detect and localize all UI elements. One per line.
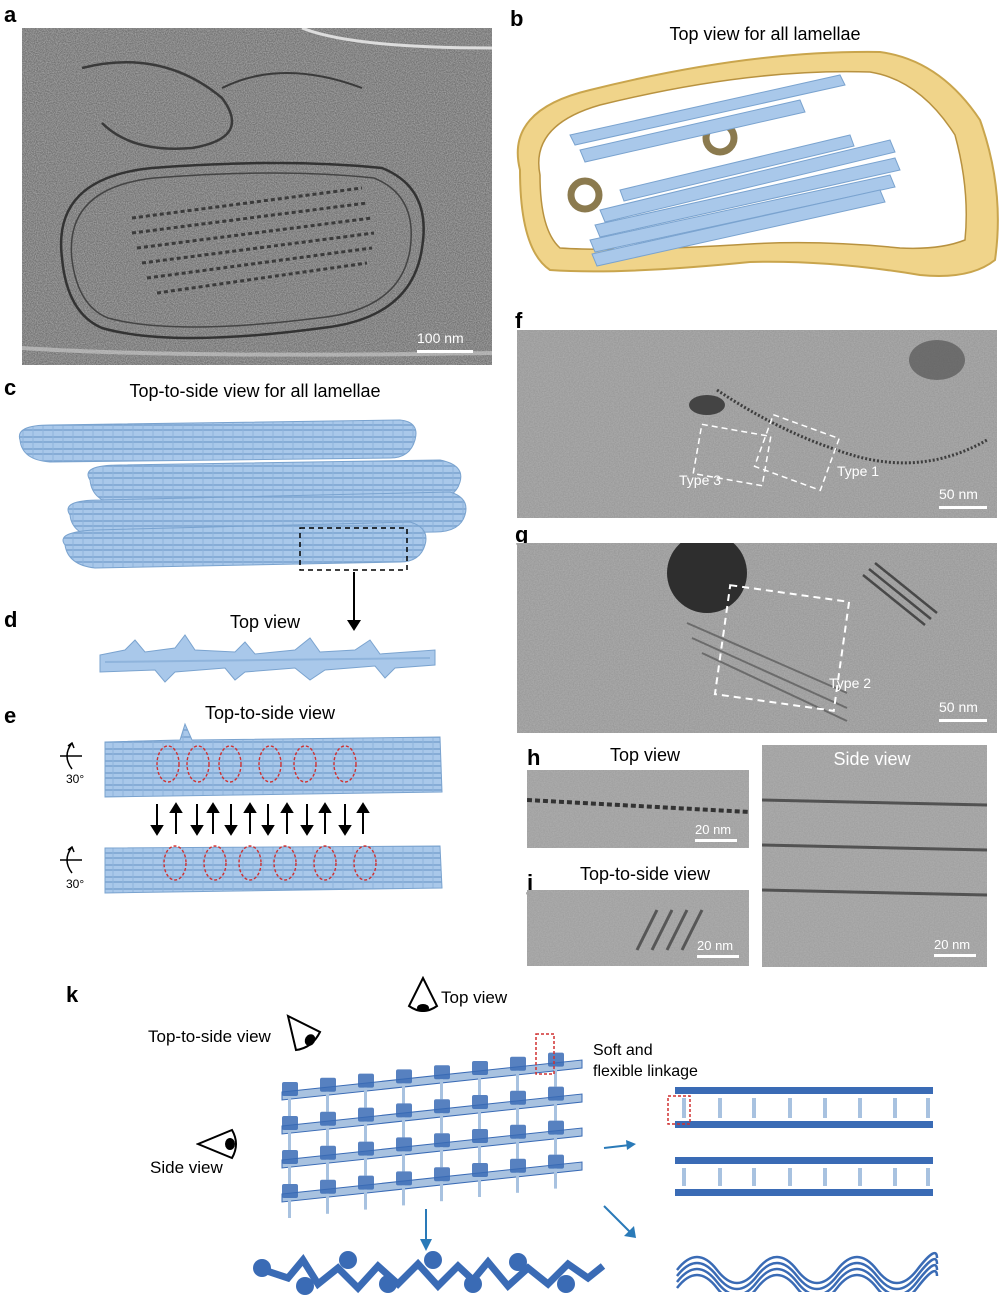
- arrow-to-wave-schematic: [598, 1200, 642, 1244]
- scalebar-j: [697, 955, 739, 958]
- zoom-arrow-head: [347, 620, 361, 631]
- scalebar-h: [695, 839, 737, 842]
- eye-side-view-icon: [196, 1126, 240, 1162]
- panel-e-label: e: [4, 703, 17, 728]
- top-to-side-lamella-lower: [100, 838, 445, 898]
- rotation-angle-bottom: 30°: [66, 877, 85, 891]
- linkage-label-line1: Soft and: [593, 1042, 653, 1059]
- panel-c-label: c: [4, 375, 17, 400]
- scalebar-g: [939, 719, 987, 722]
- type3-label: Type 3: [679, 472, 722, 488]
- cryo-em-image-i: Side view 20 nm: [762, 745, 987, 967]
- panel-i-title: Side view: [833, 749, 911, 769]
- panel-g-label: g: [515, 522, 529, 547]
- tomogram-image-a: 100 nm: [22, 28, 492, 365]
- panel-b-label: b: [510, 6, 524, 31]
- side-view-label: Side view: [150, 1158, 223, 1177]
- top-view-label: Top view: [441, 988, 508, 1007]
- type1-label: Type 1: [837, 463, 880, 479]
- cryo-em-image-h: 20 nm: [527, 770, 749, 848]
- scalebar-i: [934, 954, 976, 957]
- lamellae-render-c: [10, 410, 490, 580]
- scalebar-a: [417, 350, 473, 353]
- lamellae-render-b: [500, 40, 1000, 290]
- panel-j-label: j: [527, 870, 534, 895]
- scalebar-label-f: 50 nm: [939, 486, 978, 502]
- panel-k-label: k: [66, 982, 79, 1007]
- eye-top-view-icon: [405, 976, 441, 1016]
- zoom-arrow-line: [353, 572, 355, 624]
- panel-j-title: Top-to-side view: [579, 864, 711, 884]
- scalebar-label-g: 50 nm: [939, 699, 978, 715]
- alternating-arrows: [145, 800, 375, 838]
- scalebar-label-j: 20 nm: [697, 938, 734, 953]
- panel-d-title: Top view: [229, 612, 301, 632]
- panel-a-label: a: [4, 2, 17, 27]
- panel-f-label: f: [515, 308, 523, 333]
- panel-c-title: Top-to-side view for all lamellae: [129, 381, 381, 401]
- scalebar-f: [939, 506, 987, 509]
- panel-e-title: Top-to-side view: [204, 703, 336, 723]
- top-to-side-view-label: Top-to-side view: [148, 1027, 271, 1046]
- type2-label: Type 2: [829, 675, 872, 691]
- panel-b-title: Top view for all lamellae: [669, 24, 861, 44]
- panel-h-label: h: [527, 745, 541, 770]
- rotation-icon-bottom: [52, 842, 92, 892]
- top-to-side-lamella-upper: [100, 722, 445, 802]
- scalebar-label-i: 20 nm: [934, 937, 971, 952]
- eye-top-to-side-view-icon: [282, 1012, 326, 1056]
- wave-schematic-top-to-side: [675, 1240, 940, 1292]
- rotation-angle-top: 30°: [66, 772, 85, 786]
- linkage-label-line2: flexible linkage: [593, 1063, 698, 1080]
- single-lamella-top-view: [95, 630, 440, 685]
- cryo-em-image-f: Type 3 Type 1 50 nm: [517, 330, 997, 518]
- panel-d-label: d: [4, 607, 18, 632]
- lattice-schematic-3d: [270, 1030, 610, 1220]
- arrow-to-side-schematic: [600, 1130, 640, 1160]
- panel-h-title: Top view: [609, 745, 681, 765]
- zigzag-schematic-top: [248, 1248, 608, 1296]
- arrow-to-top-schematic: [416, 1205, 436, 1255]
- cryo-em-image-j: 20 nm: [527, 890, 749, 966]
- scalebar-label-h: 20 nm: [695, 822, 732, 837]
- scalebar-label-a: 100 nm: [417, 330, 464, 346]
- rotation-icon-top: [52, 738, 92, 788]
- ladder-schematic-side: [660, 1085, 940, 1200]
- cryo-em-image-g: Type 2 50 nm: [517, 543, 997, 733]
